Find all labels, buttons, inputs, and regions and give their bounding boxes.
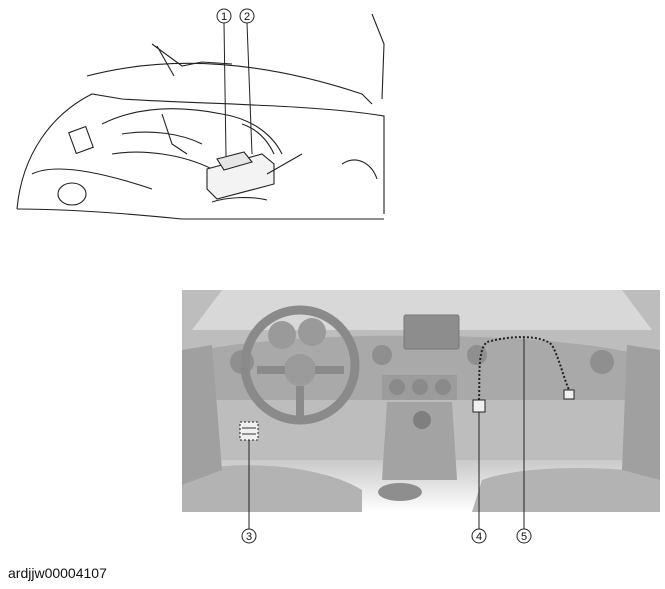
cabin-dashboard-illustration: 3 4 5 bbox=[182, 290, 660, 548]
infotainment-screen bbox=[403, 314, 460, 350]
wiring-harness bbox=[478, 336, 571, 401]
car-body-outline bbox=[16, 93, 385, 214]
engine-compartment-illustration: 1 2 bbox=[16, 8, 385, 220]
hood-prop-rod bbox=[156, 45, 175, 77]
cup-holder bbox=[378, 483, 422, 501]
callout-2: 2 bbox=[239, 8, 255, 155]
steering-wheel bbox=[240, 305, 360, 425]
callout-3: 3 bbox=[241, 440, 257, 544]
callout-1: 1 bbox=[216, 8, 232, 157]
svg-text:5: 5 bbox=[521, 531, 527, 543]
svg-text:3: 3 bbox=[246, 531, 252, 543]
fender-intake bbox=[57, 182, 87, 206]
gear-shift bbox=[413, 411, 431, 429]
svg-text:4: 4 bbox=[476, 531, 482, 543]
hood-edge bbox=[151, 43, 233, 67]
image-reference-id: ardjjw00004107 bbox=[8, 565, 107, 581]
passenger-side-component bbox=[472, 399, 486, 413]
hood-outline bbox=[86, 62, 373, 105]
svg-text:1: 1 bbox=[221, 11, 227, 23]
callout-4: 4 bbox=[471, 412, 487, 544]
callout-5: 5 bbox=[516, 336, 532, 544]
svg-text:2: 2 bbox=[244, 11, 250, 23]
driver-side-fuse-box bbox=[239, 421, 259, 441]
